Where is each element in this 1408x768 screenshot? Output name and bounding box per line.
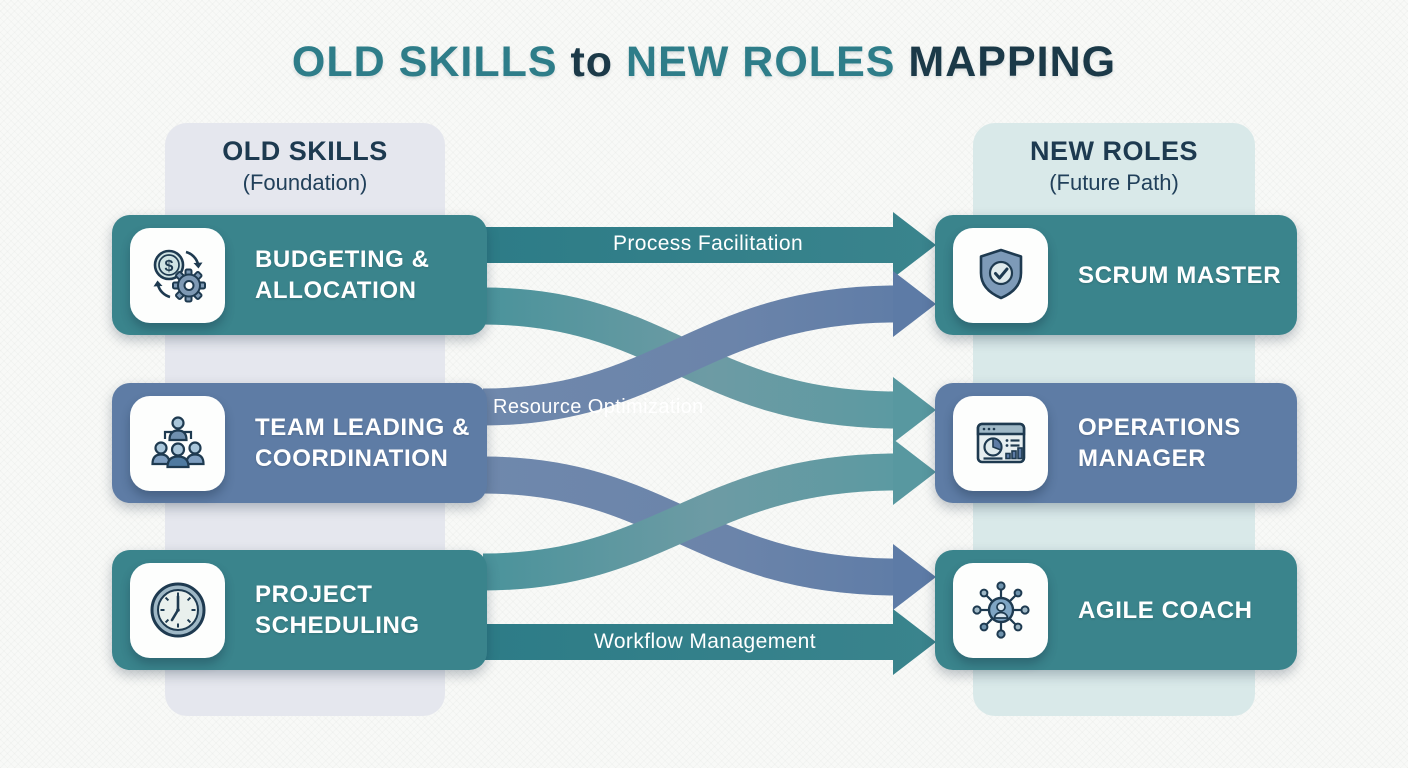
card-project-scheduling: PROJECT SCHEDULING (112, 550, 487, 670)
old-skills-column-header: OLD SKILLS (Foundation) (165, 136, 445, 196)
card-agile-coach: AGILE COACH (935, 550, 1297, 670)
title-new-roles: NEW ROLES (626, 38, 896, 86)
old-skills-column-title: OLD SKILLS (222, 136, 388, 166)
network-icon (953, 562, 1048, 658)
arrow-team-leading-to-scrum-master (482, 271, 936, 426)
team-icon (130, 395, 225, 491)
card-label: SCRUM MASTER (1078, 261, 1282, 289)
arrow-label-process-facilitation: Process Facilitation (612, 232, 804, 255)
new-roles-column-title: NEW ROLES (1029, 136, 1198, 166)
old-skills-column-subtitle: (Foundation) (242, 170, 368, 195)
new-roles-column-header: NEW ROLES (Future Path) (973, 136, 1255, 196)
arrow-label-workflow-management: Workflow Management (594, 630, 816, 653)
arrow-budgeting-to-scrum-master (483, 212, 936, 278)
card-label: PROJECT SCHEDULING (255, 581, 420, 639)
card-budgeting-allocation: $ BUDGETING & ALLOCATION (112, 215, 487, 335)
arrow-label-resource-optimization: Resource Optimization (493, 396, 704, 418)
clock-icon (130, 562, 225, 658)
card-operations-manager: OPERATIONS MANAGER (935, 383, 1297, 503)
card-label: OPERATIONS MANAGER (1078, 414, 1241, 472)
card-scrum-master: SCRUM MASTER (935, 215, 1297, 335)
arrow-scheduling-to-agile-coach (483, 609, 936, 675)
card-team-leading-coordination: TEAM LEADING & COORDINATION (112, 383, 487, 503)
arrow-scheduling-to-operations-manager (482, 439, 936, 591)
card-label: BUDGETING & ALLOCATION (255, 246, 430, 304)
card-label: AGILE COACH (1078, 596, 1253, 624)
title-old-skills: OLD SKILLS (291, 38, 558, 86)
shield-check-icon (953, 227, 1048, 323)
svg-text:$: $ (164, 258, 173, 275)
title-mapping: MAPPING (908, 38, 1117, 86)
new-roles-column-subtitle: (Future Path) (1049, 170, 1179, 195)
card-label: TEAM LEADING & COORDINATION (255, 414, 471, 472)
page-title: OLD SKILLS to NEW ROLES MAPPING (0, 38, 1408, 87)
dashboard-icon (953, 395, 1048, 491)
title-to: to (570, 38, 614, 86)
money-gear-icon: $ (130, 227, 225, 323)
